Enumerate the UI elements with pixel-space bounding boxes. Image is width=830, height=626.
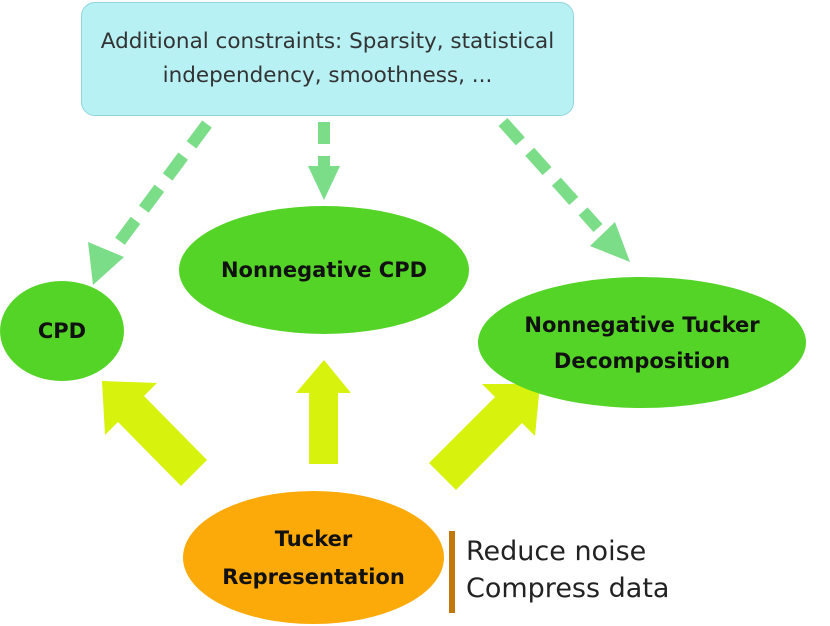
dashed-arrows	[88, 117, 630, 285]
block-arrow-to-cpd	[102, 381, 207, 486]
block-arrow-to-ncpd	[296, 360, 351, 464]
dashed-arrow-to-cpd-head	[88, 242, 124, 285]
dashed-arrow-to-cpd-shaft	[107, 120, 212, 256]
nonnegative-tucker-label: Nonnegative Tucker Decomposition	[524, 312, 760, 373]
benefits-bar	[449, 531, 455, 613]
cpd-node: CPD	[0, 281, 124, 381]
solid-arrows	[102, 360, 540, 490]
block-arrow-to-ntd	[429, 384, 540, 490]
constraints-text: Additional constraints: Sparsity, statis…	[100, 29, 555, 88]
tucker-representation-node: Tucker Representation	[183, 491, 444, 624]
nonnegative-cpd-node: Nonnegative CPD	[179, 206, 469, 334]
benefit-reduce-noise: Reduce noise	[466, 536, 647, 567]
nonnegative-tucker-node: Nonnegative Tucker Decomposition	[478, 277, 806, 408]
cpd-label: CPD	[37, 319, 87, 343]
benefit-compress-data: Compress data	[466, 573, 670, 604]
nonnegative-cpd-label: Nonnegative CPD	[220, 258, 428, 282]
dashed-arrow-to-ntd-head	[590, 222, 630, 262]
tucker-representation-label: Tucker Representation	[222, 526, 405, 589]
benefits-note: Reduce noise Compress data	[466, 533, 669, 607]
constraints-box: Additional constraints: Sparsity, statis…	[81, 2, 574, 116]
dashed-arrow-to-ntd-shaft	[498, 117, 603, 233]
dashed-arrow-to-ncpd-head	[308, 166, 340, 200]
